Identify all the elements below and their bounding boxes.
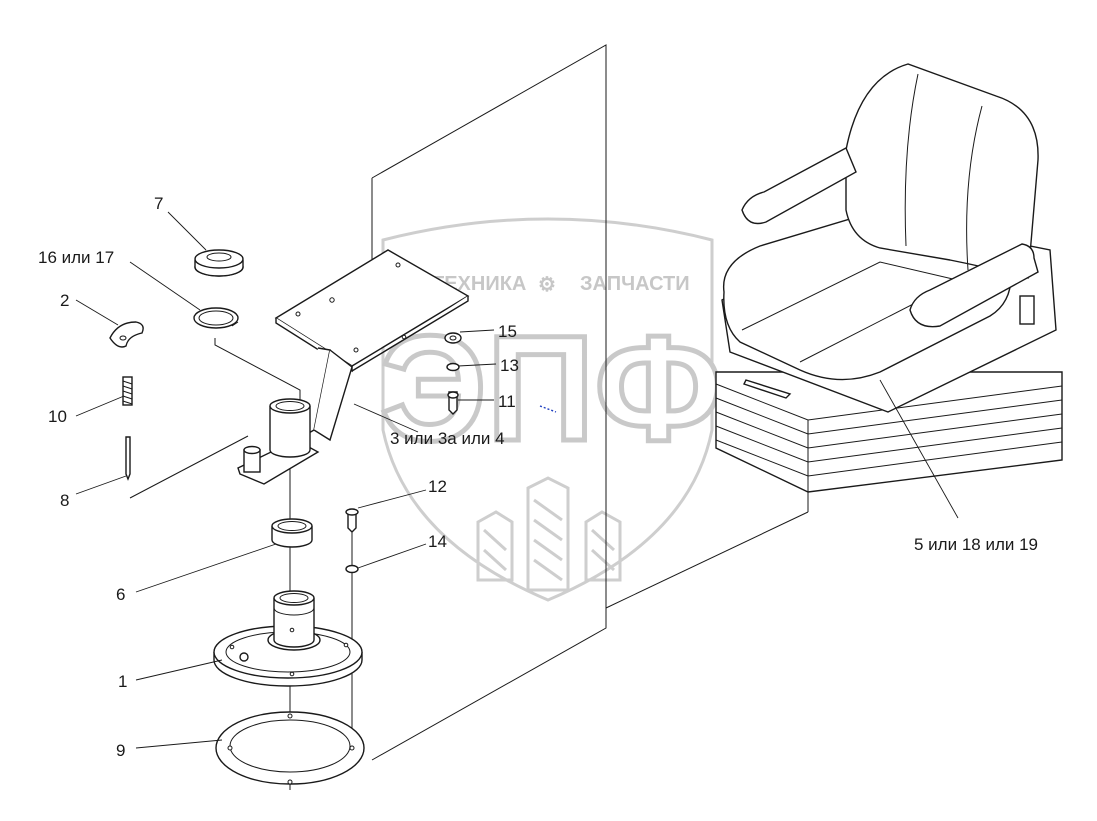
callout-13: 13: [500, 356, 519, 375]
part-8-pin: [125, 436, 131, 481]
part-6-bushing: [271, 518, 313, 548]
part-11-bolt: [447, 391, 459, 415]
callout-5-or-18-or-19: 5 или 18 или 19: [914, 535, 1038, 554]
callout-2: 2: [60, 291, 69, 310]
callout-12: 12: [428, 477, 447, 496]
callout-6: 6: [116, 585, 125, 604]
callout-1: 1: [118, 672, 127, 691]
part-10-spring: [122, 376, 133, 406]
part-9-gasket: [215, 711, 365, 785]
blue-mark: [539, 405, 557, 413]
callout-labels: 7 16 или 17 2 10 8 6 1 9 15 13 11 3 или …: [38, 194, 1038, 760]
watermark-letters: ЭПФ: [380, 304, 723, 472]
callout-16-or-17: 16 или 17: [38, 248, 114, 267]
callout-9: 9: [116, 741, 125, 760]
callout-7: 7: [154, 194, 163, 213]
part-2-latch: [109, 321, 144, 348]
part-12-bolt: [345, 508, 359, 533]
callout-15: 15: [498, 322, 517, 341]
part-3-bracket: [237, 249, 470, 485]
watermark-shield: [381, 217, 714, 602]
part-16-ring: [193, 307, 239, 329]
callout-10: 10: [48, 407, 67, 426]
part-13-lockwasher: [446, 362, 460, 372]
leader-lines: [75, 211, 959, 749]
watermark-gear-icon: ⚙: [538, 274, 556, 296]
watermark-buildings-icon: [476, 476, 622, 592]
callout-3-or-3a-or-4: 3 или 3а или 4: [390, 429, 505, 448]
watermark-text-right: ЗАПЧАСТИ: [580, 273, 690, 295]
callout-14: 14: [428, 532, 447, 551]
part-7-cap: [194, 249, 244, 277]
part-5-seat: [715, 63, 1063, 493]
part-15-washer: [444, 332, 462, 344]
watermark: ТЕХНИКА ⚙ ЗАПЧАСТИ ЭПФ: [378, 217, 725, 602]
callout-11: 11: [498, 392, 516, 411]
callout-8: 8: [60, 491, 69, 510]
part-1-base: [213, 590, 363, 687]
part-14-washer: [345, 564, 359, 574]
